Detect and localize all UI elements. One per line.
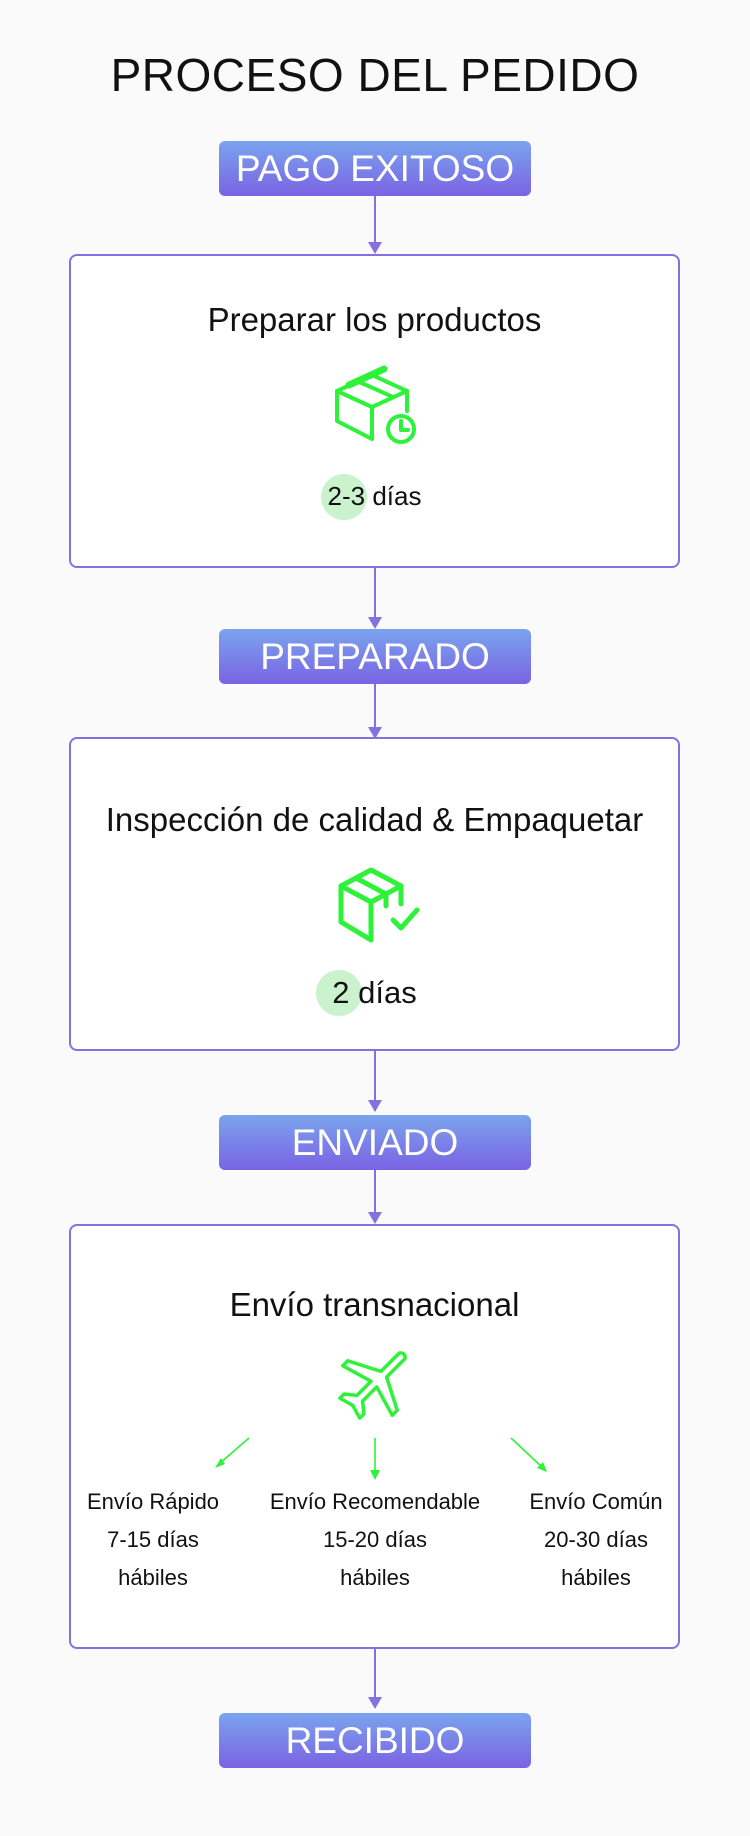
stage-pago-exitoso: PAGO EXITOSO [219,141,531,196]
arrowhead-left [215,1458,225,1468]
connector-line [374,1051,376,1111]
option-days-unit: días [385,1527,427,1552]
option-name: Envío Recomendable [269,1489,481,1514]
duration-unit: días [372,481,422,511]
arrow-head [368,617,382,629]
connector-line [374,1649,376,1697]
option-days-suffix: hábiles [340,1565,410,1590]
step-title: Preparar los productos [207,301,542,338]
arrowhead-middle [370,1470,380,1480]
option-days-unit: días [157,1527,199,1552]
stage-preparado: PREPARADO [219,629,531,684]
option-days: 15-20 días [255,1520,495,1560]
box-check-icon [338,867,420,943]
shipping-option-rapido: Envío Rápido 7-15 días hábiles [75,1483,231,1597]
arrow-head [368,1212,382,1224]
branch-arrows [215,1437,547,1480]
arrow-head [368,1697,382,1709]
step-card-preparar: Preparar los productos 2-3 días [69,254,680,568]
step-title: Envío transnacional [229,1286,520,1323]
arrow-head [368,1100,382,1112]
arrow-head [368,727,382,739]
duration-unit: días [358,975,417,1010]
page-title: PROCESO DEL PEDIDO [110,49,640,101]
arrowhead-right [537,1462,547,1472]
duration-number: 2-3 [321,473,367,520]
connector-line [374,568,376,627]
shipping-option-comun: Envío Común 20-30 días hábiles [516,1483,676,1597]
step-duration: 2-3 días [71,473,678,520]
option-days-number: 15-20 [323,1520,379,1560]
duration-number: 2 [315,970,363,1016]
shipping-option-recomendable: Envío Recomendable 15-20 días hábiles [255,1483,495,1597]
option-days-number: 7-15 [107,1520,151,1560]
airplane-icon [338,1351,407,1420]
stage-enviado: ENVIADO [219,1115,531,1170]
option-days: 7-15 días [75,1520,231,1560]
arrow-to-comun [510,1437,544,1469]
connector-line [374,684,376,728]
step-card-inspeccion: Inspección de calidad & Empaquetar 2 día… [69,737,680,1051]
option-days-suffix: hábiles [561,1565,631,1590]
option-name: Envío Común [529,1489,663,1514]
option-days: 20-30 días [516,1520,676,1560]
connector-line [374,1170,376,1214]
step-title: Inspección de calidad & Empaquetar [105,801,644,838]
connector-line [374,196,376,242]
box-clock-icon [335,365,416,444]
step-card-envio: Envío transnacional Envío Rápido 7-15 dí… [69,1224,680,1649]
option-days-number: 20-30 [544,1520,600,1560]
option-days-unit: días [606,1527,648,1552]
stage-recibido: RECIBIDO [219,1713,531,1768]
arrow-head [368,242,382,254]
step-duration: 2 días [71,970,678,1016]
arrow-to-rapido [218,1437,250,1465]
option-days-suffix: hábiles [118,1565,188,1590]
option-name: Envío Rápido [86,1489,220,1514]
